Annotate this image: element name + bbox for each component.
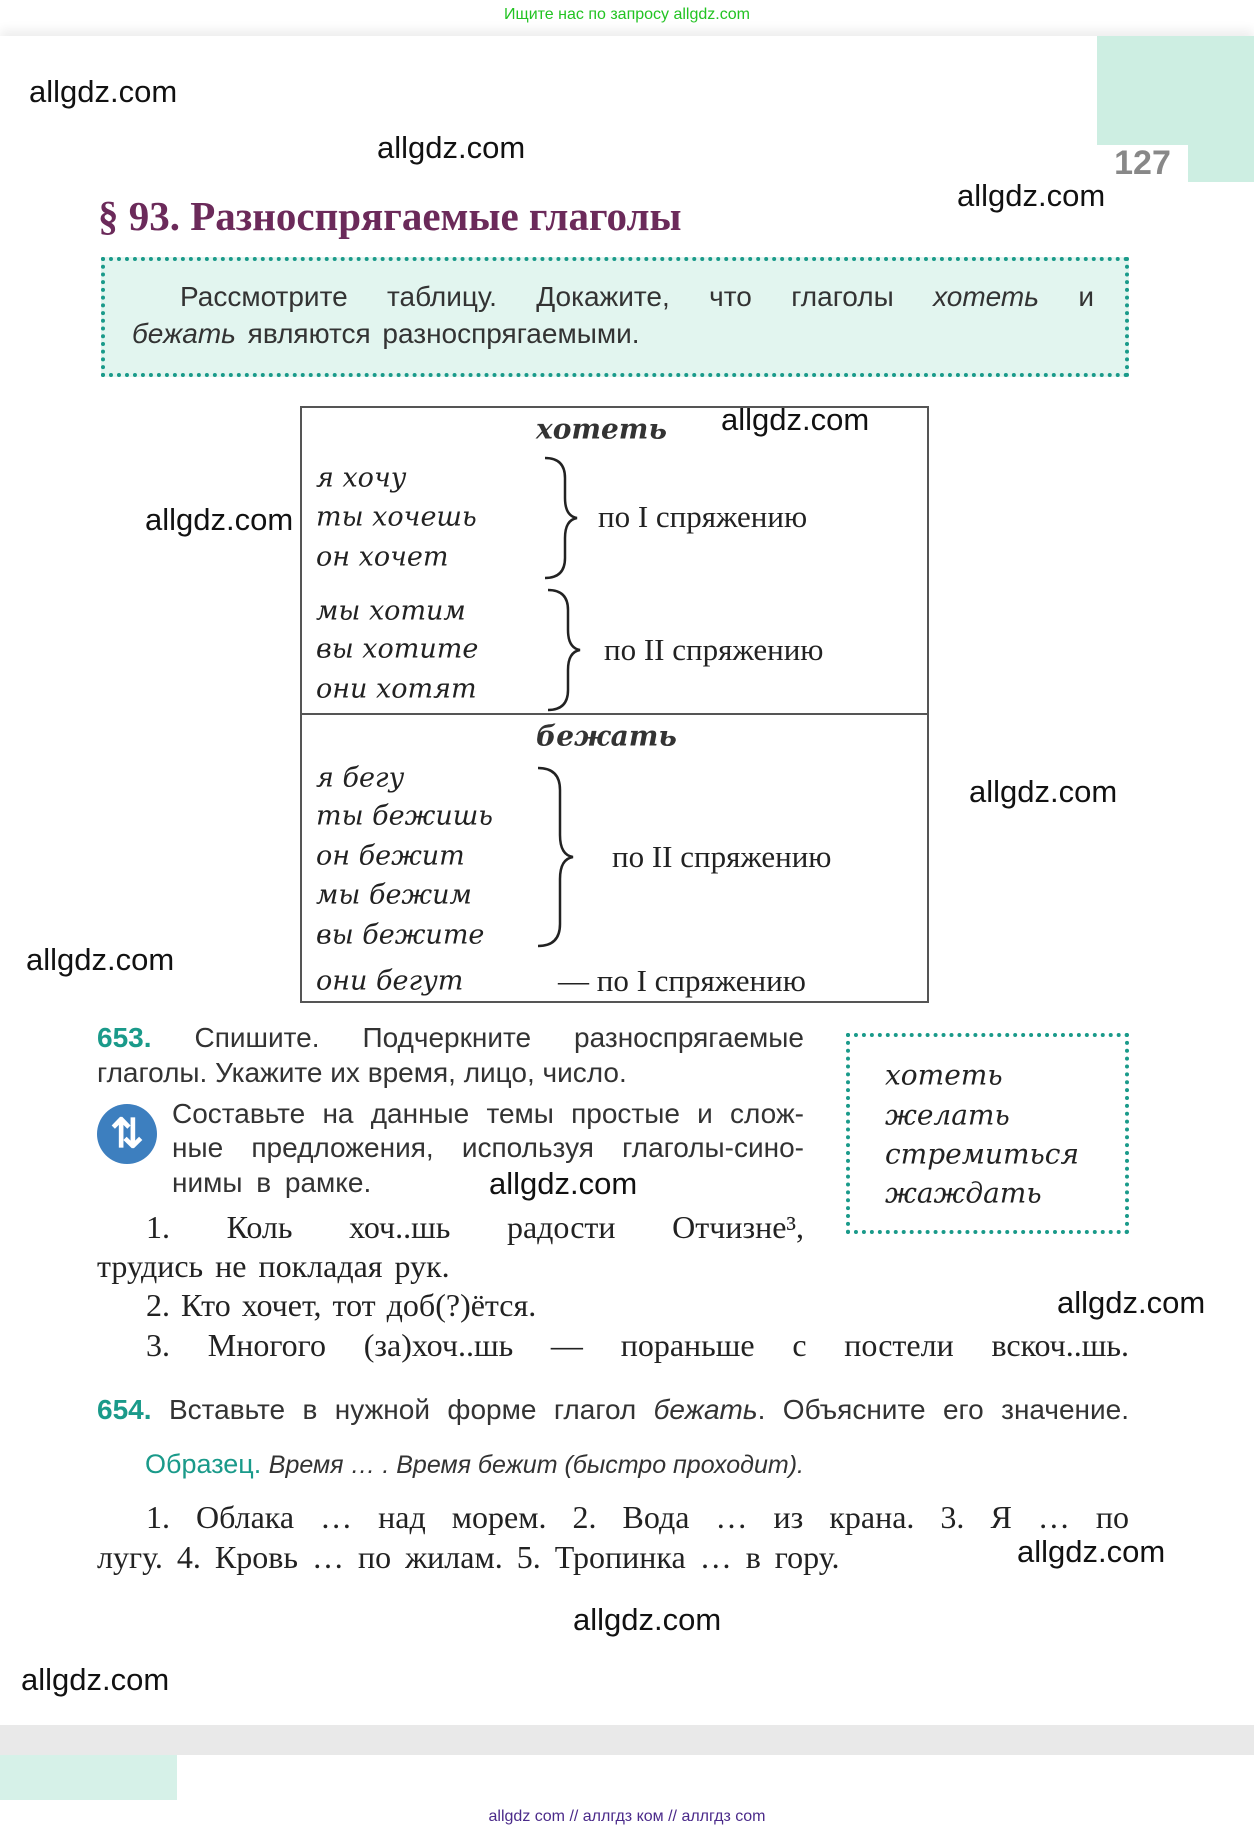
task-box [101, 257, 1129, 377]
watermark: allgdz.com [26, 942, 175, 977]
verb-form: вы хотите [316, 633, 479, 665]
section-title: § 93. Разноспрягаемые глаголы [98, 193, 682, 239]
watermark: allgdz.com [29, 74, 178, 109]
ex654-line: лугу. 4. Кровь … по жилам. 5. Тропинка …… [97, 1539, 840, 1575]
ex653-sentence: 2. Кто хочет, тот доб(?)ётся. [146, 1287, 537, 1323]
watermark: allgdz.com [377, 130, 526, 165]
synonym: хотеть [885, 1058, 1003, 1092]
synonym: стремиться [885, 1137, 1079, 1171]
verb-header-hotet: хотеть [536, 412, 667, 446]
verb-form: ты хочешь [316, 501, 477, 533]
verb-form: вы бежите [316, 919, 485, 951]
watermark: allgdz.com [1017, 1534, 1166, 1569]
ex654-line: 1. Облака … над морем. 2. Вода … из кран… [146, 1499, 1129, 1535]
brace-icon [537, 766, 574, 948]
verb-form: мы хотим [316, 595, 466, 627]
next-page-tab [0, 1755, 177, 1800]
ex653-sentence: 1. Коль хоч..шь радости Отчизне³, [146, 1209, 804, 1245]
repeat-arrows-icon: ⇅ [97, 1104, 157, 1164]
ex653-extra-line: нимы в рамке. [172, 1167, 372, 1198]
verb-form: ты бежишь [316, 800, 493, 832]
verb-form: они хотят [316, 673, 477, 705]
ex654-task: 654. Вставьте в нужной форме глагол бежа… [97, 1394, 1129, 1425]
task-line-1: Рассмотрите таблицу. Докажите, что глаго… [180, 281, 1095, 312]
ex654-sample: Образец. Время … . Время бежит (быстро п… [145, 1449, 804, 1479]
synonym: желать [885, 1098, 1010, 1132]
watermark: allgdz.com [969, 774, 1118, 809]
ex653-extra-line: Составьте на данные темы простые и слож- [172, 1098, 804, 1129]
watermark: allgdz.com [21, 1662, 170, 1697]
brace-icon [547, 588, 581, 712]
ex653-sentence: трудись не покладая рук. [97, 1248, 450, 1284]
watermark: allgdz.com [145, 502, 294, 537]
ex653-line-2: глаголы. Укажите их время, лицо, число. [97, 1057, 627, 1088]
page-gap [0, 1725, 1254, 1755]
verb-header-bezhat: бежать [536, 719, 677, 753]
verb-form: я хочу [316, 462, 407, 494]
watermark: allgdz.com [573, 1602, 722, 1637]
watermark: allgdz.com [1057, 1285, 1206, 1320]
watermark: allgdz.com [489, 1166, 638, 1201]
synonym: жаждать [885, 1176, 1042, 1210]
ex653-extra-line: ные предложения, используя глаголы-сино- [172, 1132, 804, 1163]
brace-icon [544, 456, 578, 580]
table-divider [300, 713, 929, 715]
watermark: allgdz.com [721, 402, 870, 437]
top-banner: Ищите нас по запросу allgdz.com [504, 6, 750, 23]
conjugation-label: по II спряжению [612, 839, 832, 874]
verb-form: мы бежим [316, 879, 472, 911]
footer-links: allgdz com // аллгдз ком // аллгдз com [488, 1808, 766, 1825]
verb-form: он бежит [316, 840, 465, 872]
synonyms-box [846, 1033, 1129, 1234]
verb-form: он хочет [316, 541, 449, 573]
verb-form: они бегут [316, 965, 464, 997]
page-number: 127 [1097, 145, 1188, 182]
ex653-line-1: 653. Спишите. Подчеркните разноспрягаемы… [97, 1022, 804, 1053]
ex653-sentence: 3. Многого (за)хоч..шь — пораньше с пост… [146, 1327, 1129, 1363]
conjugation-label: — по I спряжению [558, 963, 806, 998]
watermark: allgdz.com [957, 178, 1106, 213]
verb-form: я бегу [316, 762, 405, 794]
conjugation-table [300, 406, 929, 1003]
task-line-2: бежать являются разноспрягаемыми. [132, 318, 640, 349]
conjugation-label: по I спряжению [598, 499, 808, 534]
conjugation-label: по II спряжению [604, 632, 824, 667]
